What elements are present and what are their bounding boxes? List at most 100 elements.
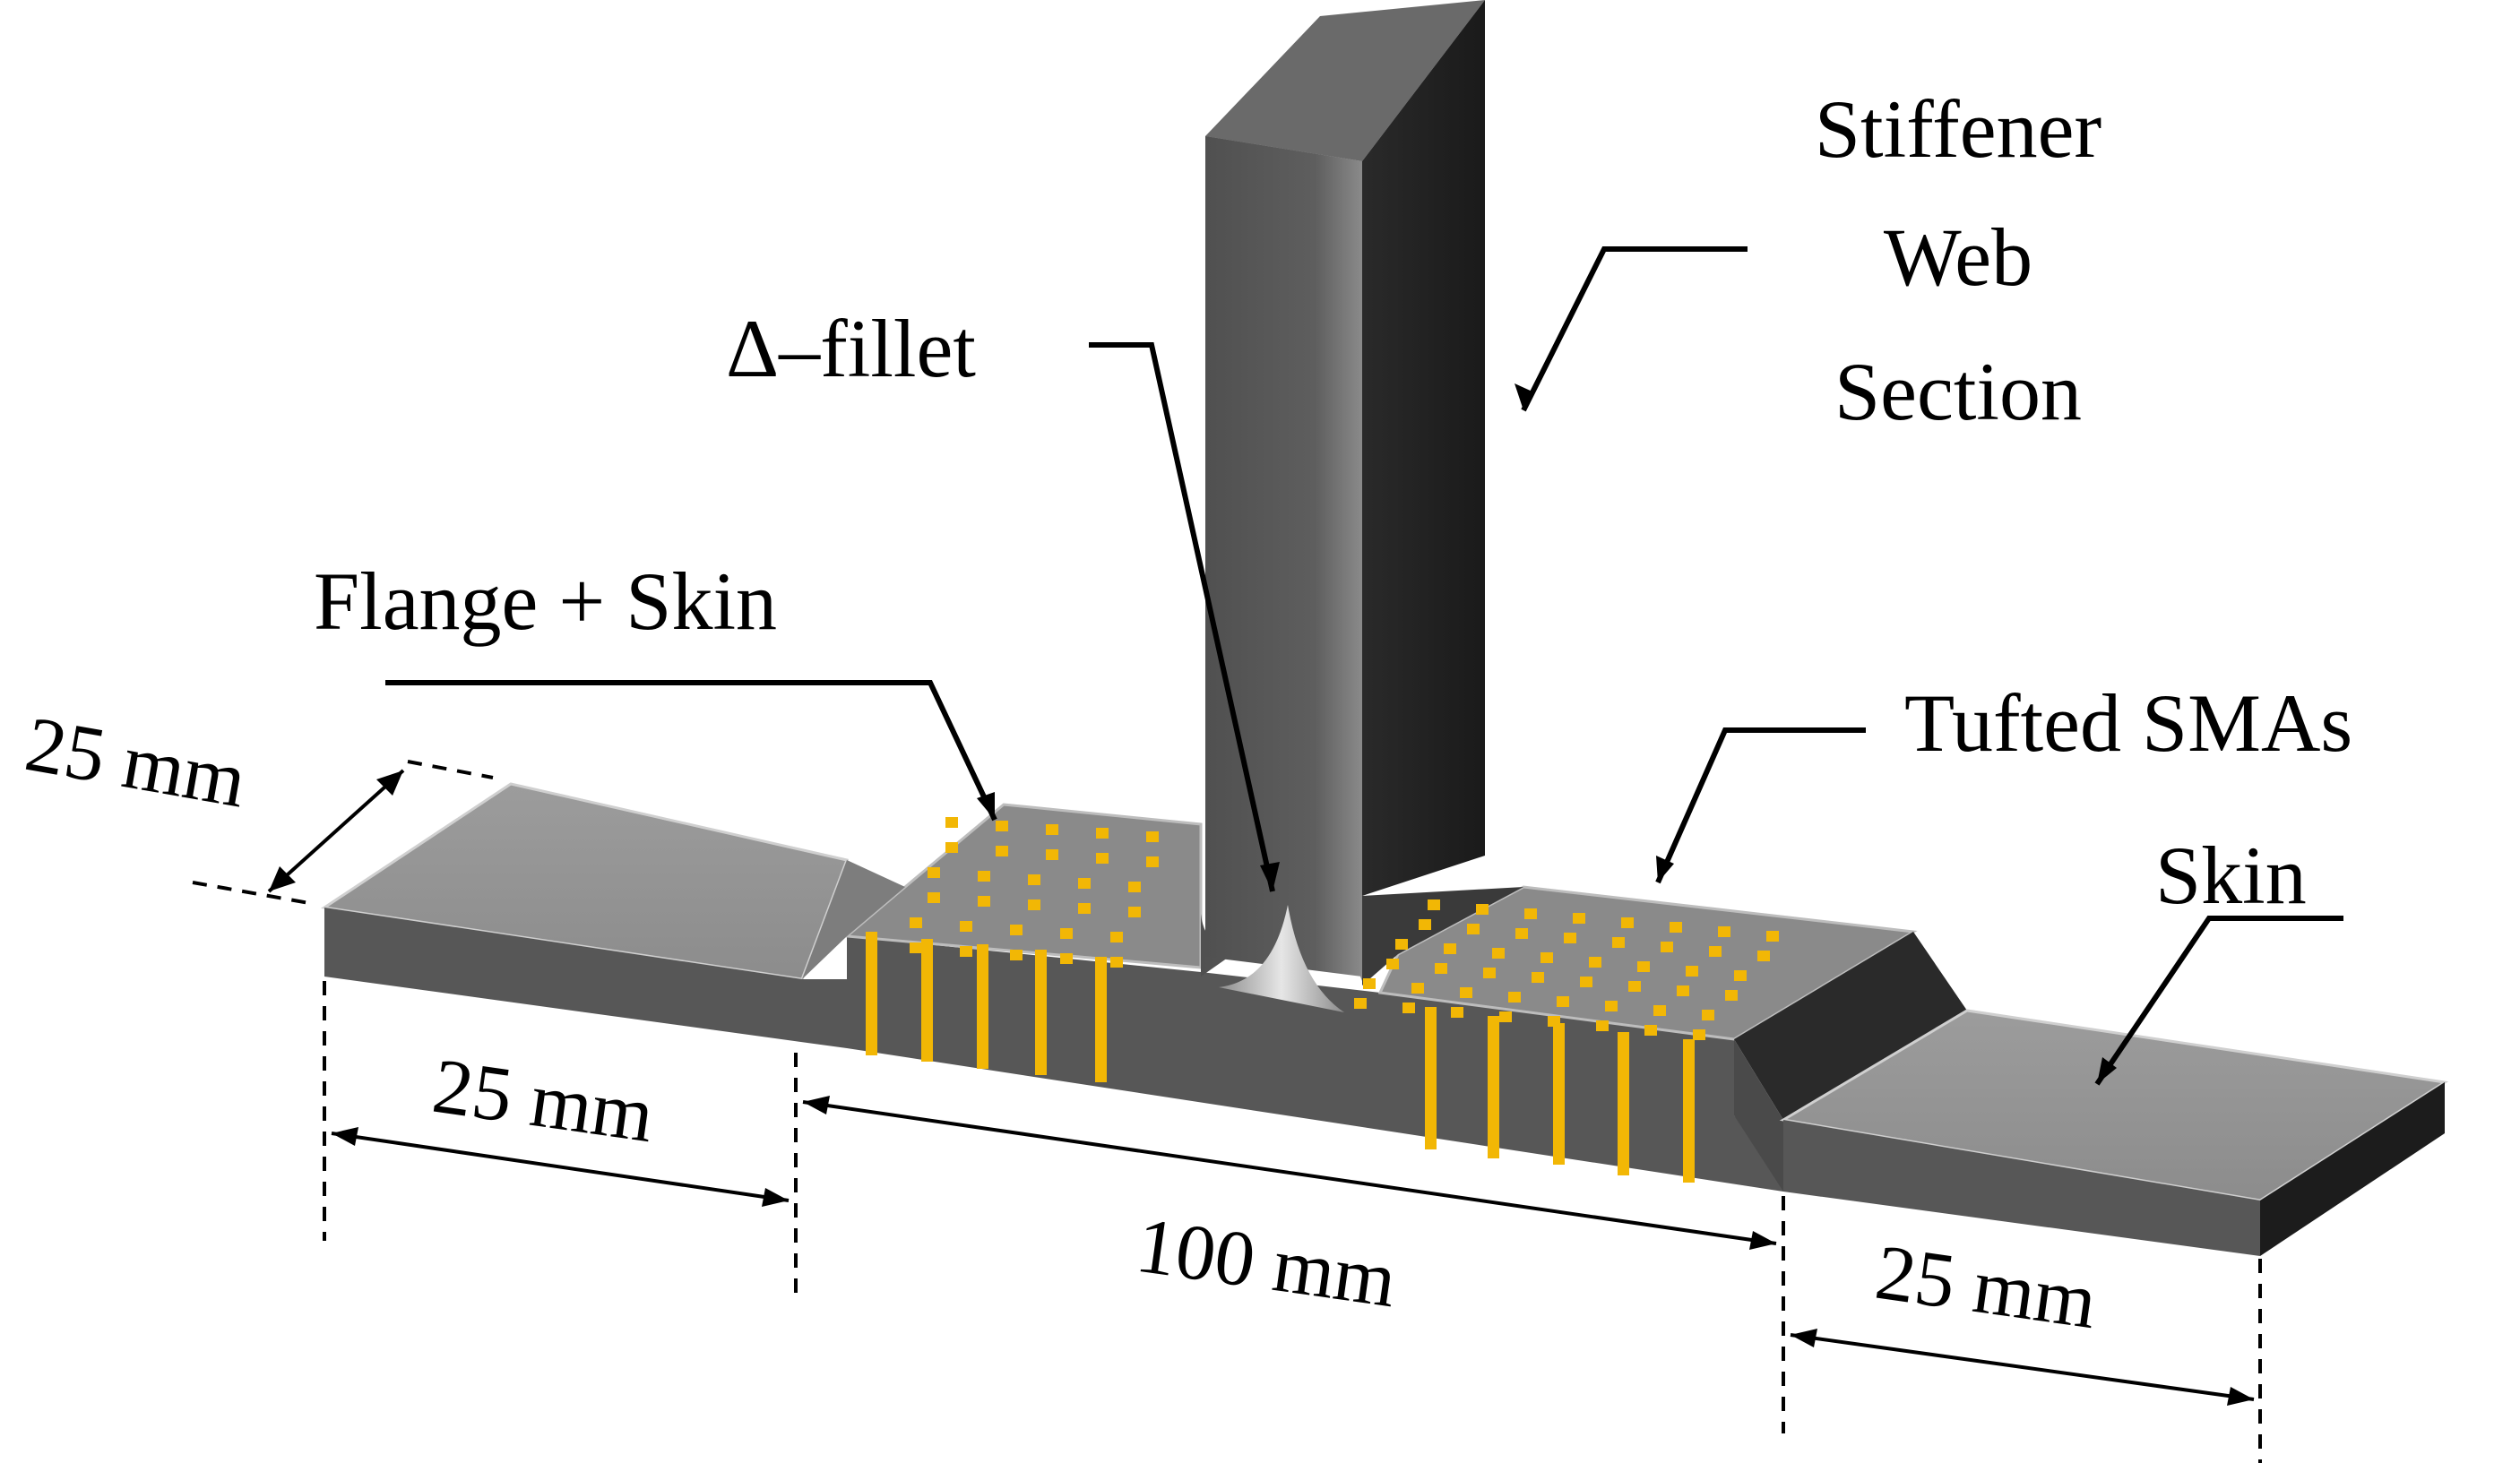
tuft-dot	[910, 942, 922, 953]
right-ramp-face	[1734, 932, 1967, 1120]
tuft-dot	[928, 892, 940, 903]
tuft-dot	[1110, 932, 1123, 942]
dim-left-skin	[331, 1127, 790, 1207]
stiffener-web-leader	[1521, 246, 1748, 412]
tuft-bar	[977, 944, 988, 1069]
web-top	[1205, 0, 1485, 161]
tuft-bar	[1035, 950, 1047, 1075]
dim-depth	[267, 769, 405, 893]
tuft-dot	[1612, 937, 1625, 948]
dim-center-label: 100 mm	[1131, 1202, 1402, 1325]
tuft-dot	[1467, 924, 1480, 934]
web-right-fillet	[1362, 887, 1523, 985]
tuft-dot	[1010, 950, 1023, 960]
flange-skin-leader	[385, 680, 997, 822]
tuft-dot	[1096, 828, 1109, 839]
tuft-dot	[1718, 926, 1730, 937]
tuft-dot	[945, 817, 958, 828]
dim-left-skin-label: 25 mm	[427, 1043, 659, 1159]
tuft-dot	[1492, 948, 1505, 959]
dim-right-skin	[1790, 1329, 2255, 1406]
tuft-dot	[960, 946, 972, 957]
skin-arrowhead	[2097, 1057, 2117, 1084]
tuft-dot	[1596, 1020, 1609, 1031]
tuft-dot	[1451, 1007, 1463, 1018]
tuft-bar	[1618, 1032, 1629, 1175]
tuft-dot	[1096, 853, 1109, 864]
tuft-dot	[1605, 1001, 1618, 1011]
dim-ext-depth-bottom	[192, 881, 310, 905]
stiffener-web-arrowhead	[1515, 383, 1534, 410]
tuft-dot	[1686, 966, 1698, 977]
tuft-dot	[1444, 943, 1456, 954]
tuft-dot	[1653, 1005, 1666, 1016]
tuft-dot	[1010, 925, 1023, 935]
tuft-bar	[1553, 1023, 1565, 1165]
label-tufted-smas: Tufted SMAs	[1904, 677, 2352, 769]
tuft-bar	[1425, 1007, 1437, 1149]
stiffener-web	[1201, 0, 1485, 981]
label-stiffener: Stiffener	[1815, 83, 2101, 175]
tuft-dot	[1757, 951, 1770, 961]
tuft-dot	[945, 842, 958, 853]
tuft-dot	[1499, 1011, 1512, 1022]
tuft-dot	[1670, 922, 1682, 933]
tuft-dot	[1508, 992, 1521, 1003]
tuft-dot	[1386, 959, 1399, 969]
tuft-dot	[1060, 953, 1073, 964]
right-skin-front	[1783, 1120, 2260, 1256]
tuft-dot	[1128, 882, 1141, 892]
delta-fillet-leader	[1089, 342, 1275, 892]
dim-right-skin-label: 25 mm	[1870, 1229, 2101, 1346]
tuft-dot	[1128, 907, 1141, 917]
tuft-dot	[1661, 942, 1673, 952]
right-skin-end	[2260, 1082, 2445, 1256]
tuft-dot	[1524, 908, 1537, 919]
tuft-dot	[1564, 933, 1576, 943]
tuft-dot	[996, 821, 1008, 831]
label-delta-fillet: Δ–fillet	[726, 303, 976, 394]
tuft-dot	[1483, 968, 1496, 978]
tuft-dot	[1428, 899, 1440, 910]
tuft-dot	[1589, 957, 1601, 968]
tuft-bar	[921, 939, 933, 1062]
right-ramp-front	[1734, 1039, 1783, 1192]
tuft-dot	[1573, 913, 1585, 924]
tuft-dot	[1354, 998, 1367, 1009]
dim-ext-depth-top	[407, 760, 494, 779]
flange-skin-arrowhead	[977, 792, 995, 820]
tufted-smas-arrowhead	[1656, 856, 1674, 882]
tuft-dot	[1621, 917, 1634, 928]
dim-depth-label: 25 mm	[20, 701, 253, 824]
tuft-dot	[1637, 961, 1650, 972]
tuft-dot	[1395, 939, 1408, 950]
tuft-dot	[960, 921, 972, 932]
tuft-bars	[866, 932, 1695, 1183]
tuft-dot	[1540, 952, 1553, 963]
tuft-dot	[1028, 874, 1040, 885]
tuft-dot	[1476, 904, 1489, 915]
tuft-dot	[910, 917, 922, 928]
right-skin	[1779, 1009, 2449, 1256]
flange-front	[847, 936, 1783, 1192]
web-side	[1362, 0, 1485, 896]
tuft-dot	[1078, 903, 1091, 914]
label-skin: Skin	[2155, 830, 2307, 921]
dim-center	[802, 1096, 1777, 1250]
tuft-dot	[1078, 878, 1091, 889]
tuft-dot	[1693, 1029, 1705, 1040]
tuft-dot	[996, 846, 1008, 856]
left-ramp	[802, 860, 905, 979]
tuft-dot	[1532, 972, 1544, 983]
tuft-dot	[1709, 946, 1722, 957]
tuft-dot	[1644, 1025, 1657, 1036]
tuft-dot	[1628, 981, 1641, 992]
tuft-dot	[1460, 987, 1472, 998]
delta-fillet-shape	[1219, 905, 1344, 1012]
tuft-dots-left	[910, 817, 1159, 968]
tuft-dot	[928, 867, 940, 878]
tuft-dot	[1515, 928, 1528, 939]
tuft-dot	[1580, 977, 1592, 987]
left-flange-top	[843, 803, 1203, 969]
